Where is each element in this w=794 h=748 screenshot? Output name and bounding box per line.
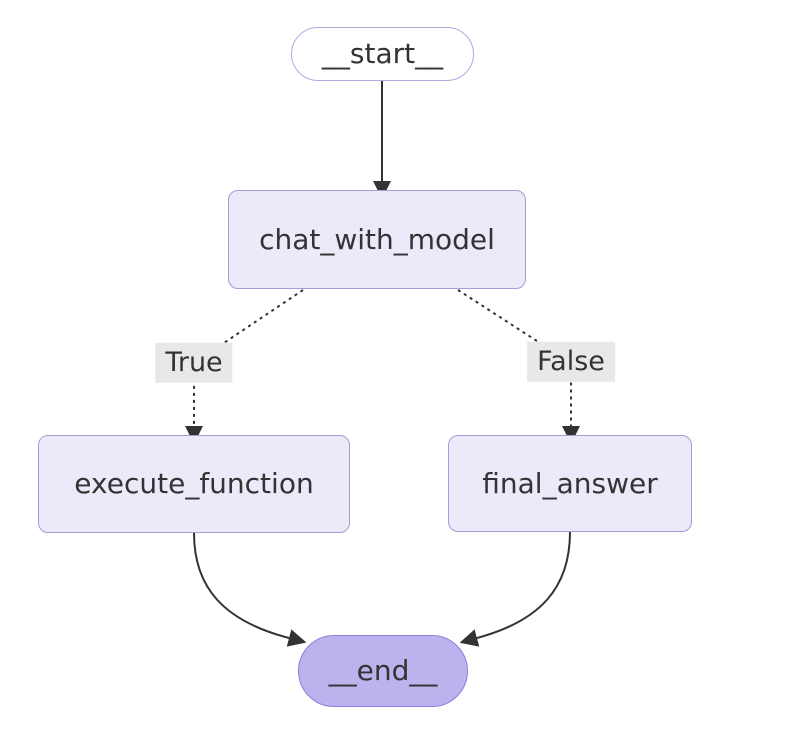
node-final-answer-label: final_answer [482, 466, 658, 500]
edge-final-to-end [459, 531, 571, 647]
node-chat-with-model: chat_with_model [228, 190, 526, 289]
node-end-label: __end__ [328, 654, 438, 688]
node-execute-function-label: execute_function [74, 467, 314, 501]
edge-label-false: False [527, 341, 615, 383]
edge-label-true: True [155, 342, 233, 384]
node-start: __start__ [291, 27, 474, 81]
node-end: __end__ [298, 635, 468, 707]
node-final-answer: final_answer [448, 435, 692, 532]
edge-label-true-text: True [165, 346, 223, 378]
node-start-label: __start__ [321, 37, 444, 71]
edge-execute-to-end [193, 532, 307, 647]
node-chat-with-model-label: chat_with_model [259, 222, 495, 256]
edge-label-false-text: False [537, 345, 605, 377]
node-execute-function: execute_function [38, 435, 350, 533]
